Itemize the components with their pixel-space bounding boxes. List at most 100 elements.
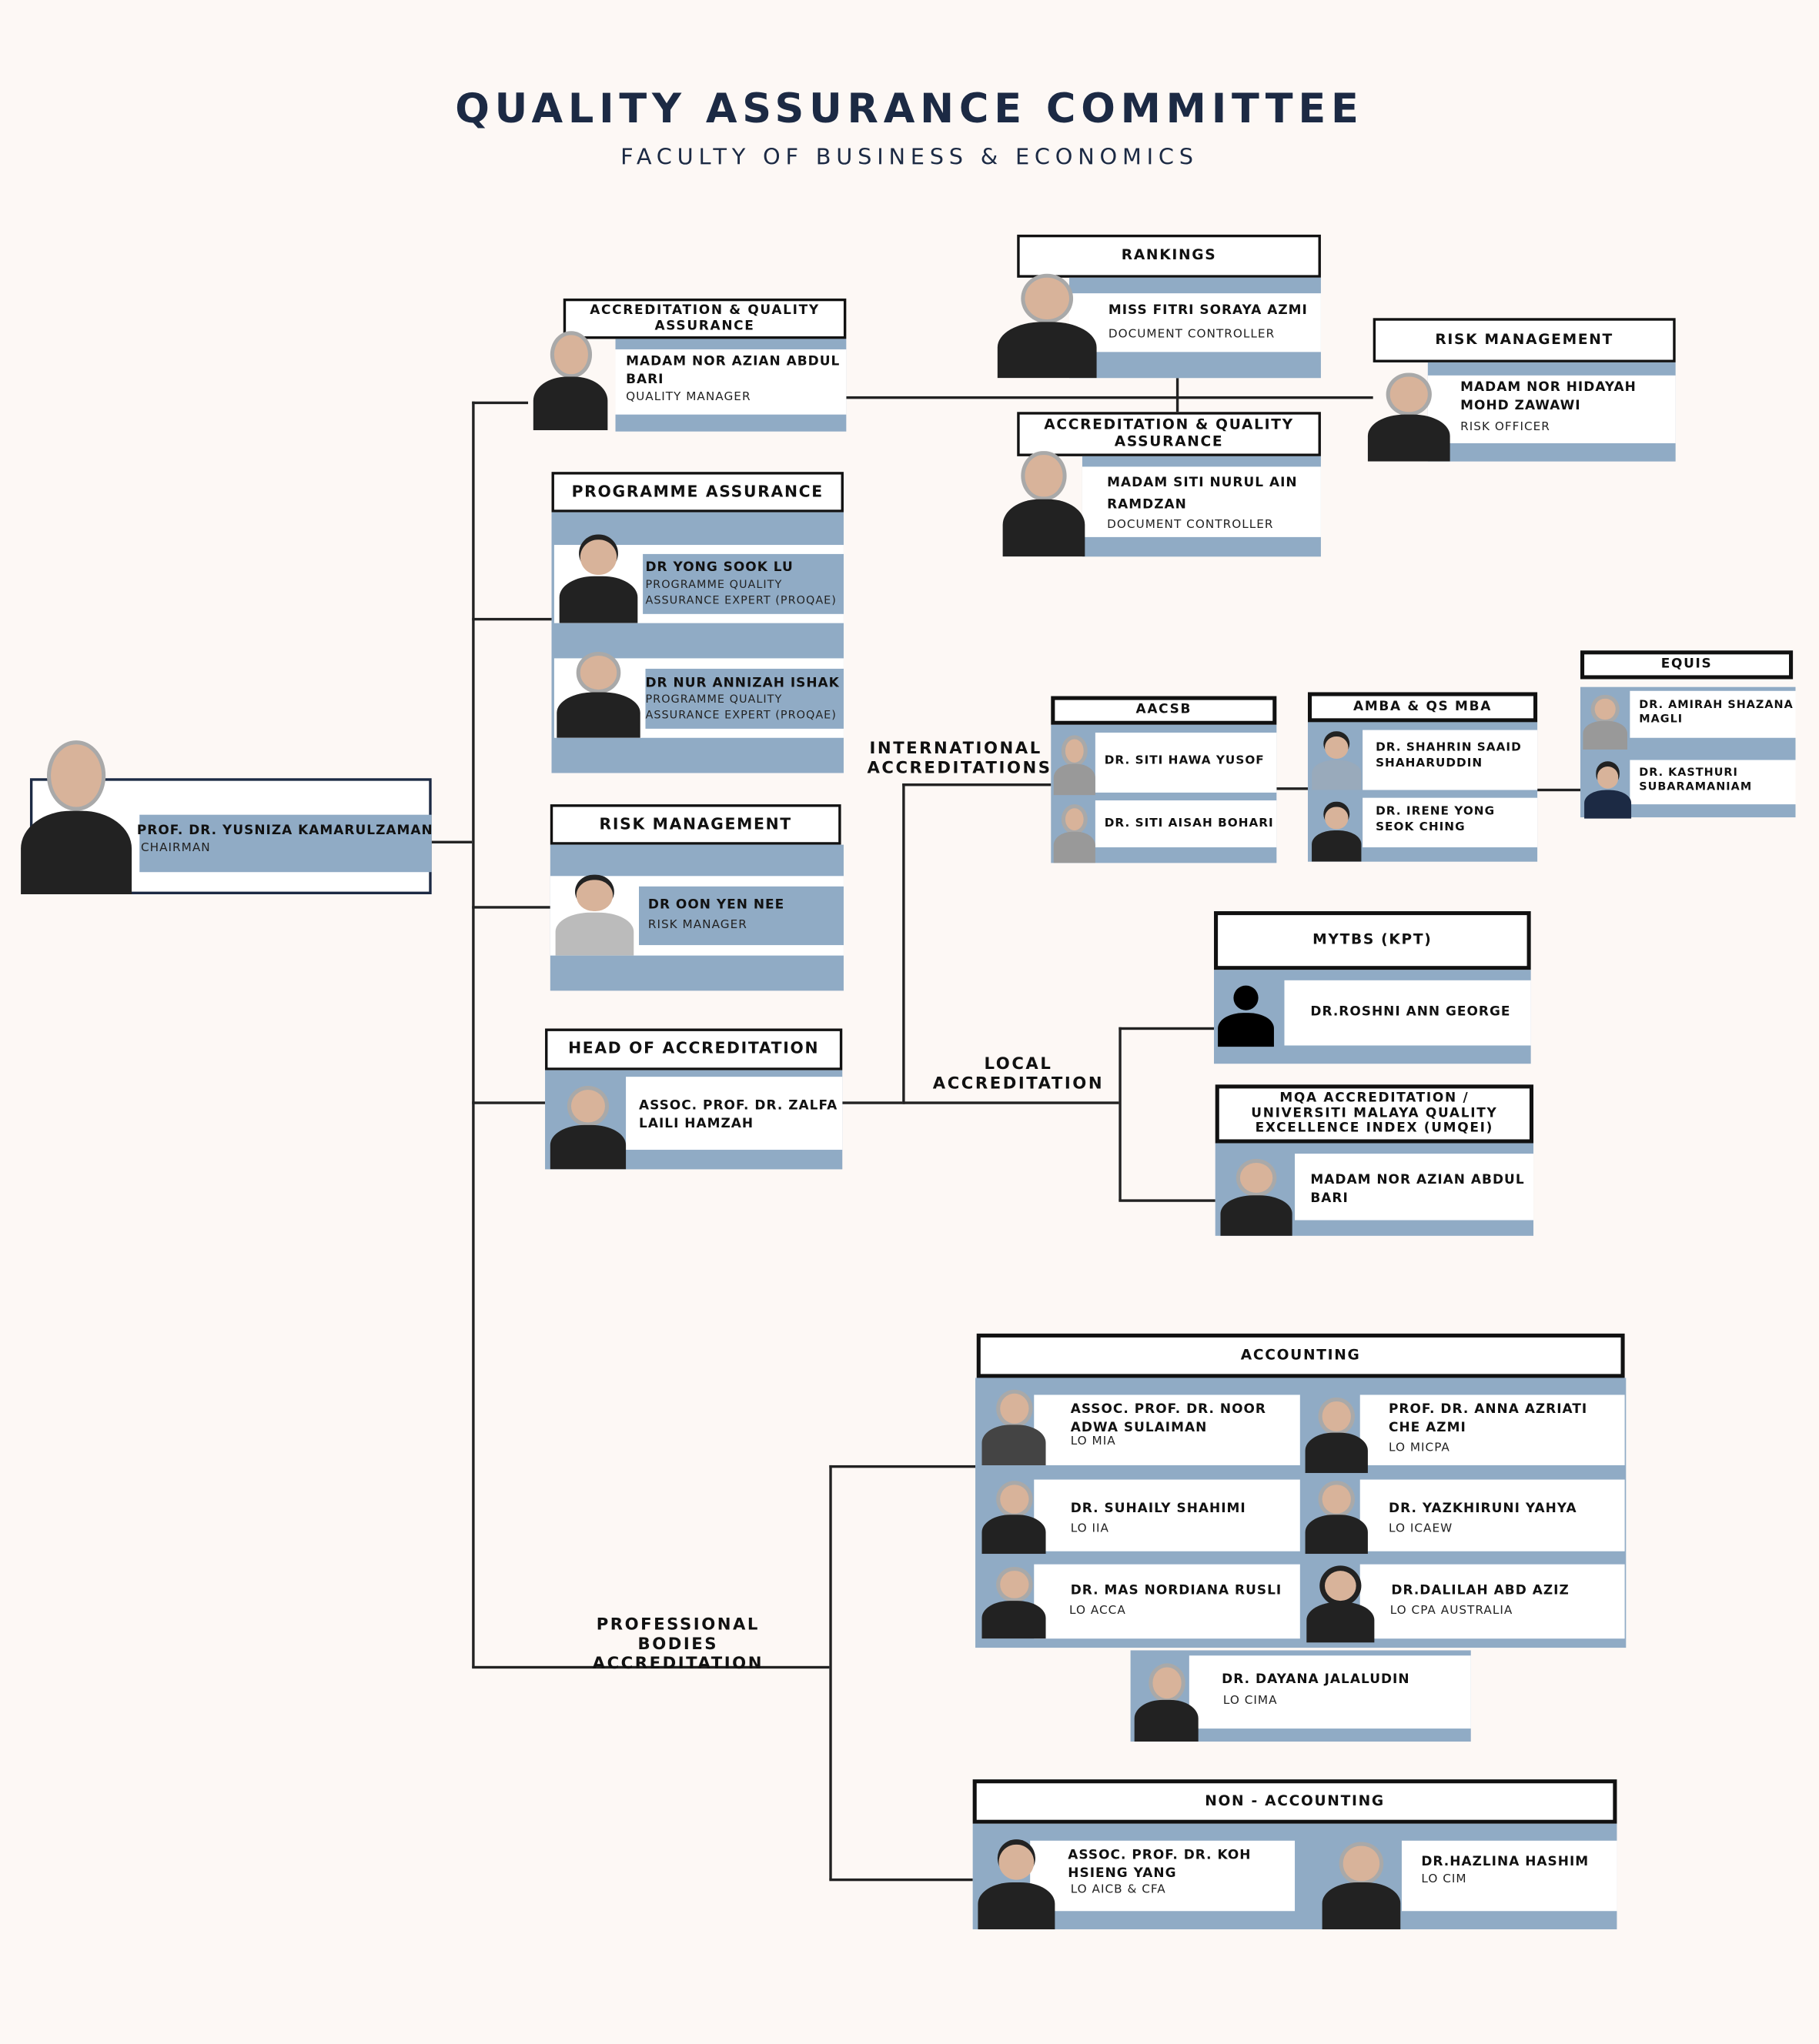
photo-body [982,1600,1046,1639]
member-photo [528,319,613,430]
amba-header: AMBA & QS MBA [1307,692,1538,723]
card-strip [1359,1394,1625,1465]
photo-body [550,1124,627,1170]
member-name: ASSOC. PROF. DR. NOOR ADWA SULAIMAN [1070,1402,1266,1435]
card-strip [1030,1840,1296,1912]
name-band [639,886,844,946]
photo-head [1065,807,1084,831]
card-strip [1630,690,1796,738]
photo-head [580,656,617,690]
page-title: QUALITY ASSURANCE COMMITTEE [455,85,1364,133]
member-name: MADAM SITI NURUL AIN RAMDZAN [1107,476,1298,513]
photo-body [1311,830,1363,862]
photo-head [1322,1484,1351,1514]
photo-body [1583,721,1627,750]
member-name: DR. YAZKHIRUNI YAHYA [1389,1501,1577,1517]
member-photo [1580,759,1635,819]
photo-head [580,539,617,575]
member-role: RISK OFFICER [1460,421,1550,435]
connector-line [829,1465,976,1468]
photo-body [533,376,608,430]
international-accreditations-label: INTERNATIONAL ACCREDITATIONS [867,737,1052,777]
chairman-name-band [139,814,432,873]
connector-line [902,783,1052,787]
chairman-role: CHAIRMAN [140,842,211,856]
member-name: DR OON YEN NEE [647,898,785,913]
connector-line [1537,788,1581,792]
photo-head [1595,699,1616,720]
card-strip [1295,1154,1534,1221]
member-role: LO MICPA [1389,1441,1450,1455]
member-name: DR. IRENE YONG SEOK CHING [1376,805,1496,835]
member-name: DR.HAZLINA HASHIM [1421,1855,1590,1870]
member-photo [554,526,643,623]
member-photo [552,643,646,738]
member-name: DR. SITI HAWA YUSOF [1104,754,1265,768]
aacsb-header: AACSB [1051,696,1277,725]
member-name: DR.ROSHNI ANN GEORGE [1310,1004,1511,1020]
photo-body [982,1515,1046,1555]
member-photo [978,1559,1049,1639]
member-photo [978,1473,1049,1555]
card-strip [1034,1479,1300,1551]
card-strip [615,349,847,415]
connector-line [472,1101,546,1104]
non-accounting-header: NON - ACCOUNTING [972,1779,1617,1824]
member-name: ASSOC. PROF. DR. ZALFA LAILI HAMZAH [639,1098,838,1131]
card-strip [1095,800,1277,848]
member-role: RISK MANAGER [647,919,747,933]
photo-head [999,1484,1028,1514]
member-photo [1302,1559,1380,1643]
name-band [645,668,844,729]
photo-body [1220,1194,1293,1236]
connector-line [829,1878,973,1882]
connector-line [829,1465,832,1880]
member-name: PROF. DR. ANNA AZRIATI CHE AZMI [1389,1402,1588,1435]
photo-head [1065,739,1084,763]
connector-line [902,783,905,1104]
photo-body [555,913,634,956]
member-role: PROGRAMME QUALITY ASSURANCE EXPERT (PROQ… [645,693,837,723]
member-name: DR. SITI AISAH BOHARI [1104,817,1274,831]
photo-head [1325,807,1349,830]
member-photo [1308,798,1366,862]
rankings-header: RANKINGS [1017,234,1321,278]
member-name: MISS FITRI SORAYA AZMI [1108,303,1308,319]
photo-head [1232,985,1259,1011]
card-strip [1363,730,1538,790]
connector-line [472,1665,830,1669]
member-photo [1302,1473,1372,1555]
member-photo [1302,1390,1372,1474]
card-strip [1427,375,1676,443]
member-role: LO MIA [1070,1434,1116,1448]
member-role: LO IIA [1070,1522,1110,1536]
member-role: LO CIM [1421,1873,1467,1887]
connector-line [472,617,552,621]
photo-head [1239,1163,1273,1194]
member-name: MADAM NOR AZIAN ABDUL BARI [1310,1173,1525,1206]
member-name: DR. MAS NORDIANA RUSLI [1070,1584,1282,1598]
photo-head [1025,454,1062,498]
member-photo [1051,730,1098,796]
member-name: DR. KASTHURI SUBARAMANIAM [1639,766,1753,795]
photo-body [1003,499,1085,557]
member-photo [973,1830,1060,1929]
card-strip [626,1077,843,1151]
member-photo [550,867,639,956]
photo-head [1322,1401,1351,1431]
photo-head [553,335,588,375]
member-photo [1051,799,1098,863]
card-strip [1284,980,1531,1046]
member-name: ASSOC. PROF. DR. KOH HSIENG YANG [1068,1848,1252,1881]
connector-line [1118,1199,1215,1202]
member-photo [978,1382,1049,1465]
member-role: LO ACCA [1068,1605,1126,1618]
photo-head [1390,376,1428,412]
chairman-photo [13,720,139,895]
member-role: LO AICB & CFA [1070,1883,1166,1897]
photo-head [1325,736,1349,759]
connector-line [846,396,1373,399]
card-strip [1034,1564,1300,1639]
photo-body [1135,1700,1199,1742]
photo-body [20,810,132,895]
